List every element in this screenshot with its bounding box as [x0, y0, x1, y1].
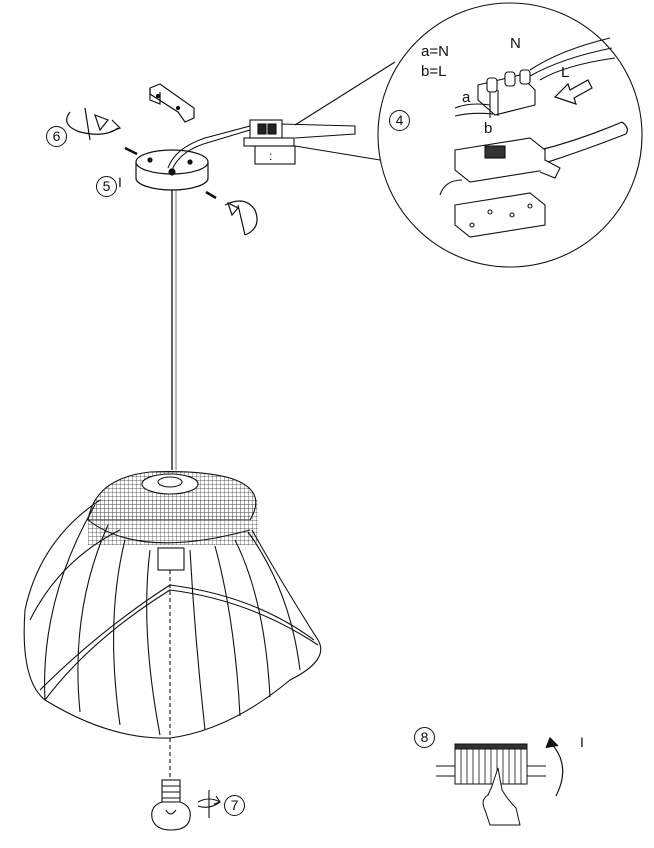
supply-wires: [167, 123, 356, 171]
terminal-strip: [436, 743, 546, 785]
terminal-block-bottom: [439, 137, 561, 238]
wire-lamp-shade: [23, 471, 322, 739]
step-6-badge: 6: [46, 126, 67, 147]
rotate-mark: I: [580, 734, 584, 750]
light-bulb: [151, 779, 191, 831]
step-4-badge: 4: [389, 110, 410, 131]
insert-arrow: [553, 79, 593, 105]
terminal-block-top: [454, 37, 616, 118]
terminal-label-b: b: [484, 120, 493, 137]
wire-label-l: L: [561, 64, 570, 81]
step-8-badge: 8: [414, 727, 435, 748]
ceiling-canopy: [135, 149, 209, 191]
cable-detail: [539, 121, 628, 165]
hand-icon: [482, 767, 521, 826]
bulb-rotate-arrow: [197, 790, 222, 818]
legend-live: b=L: [421, 63, 447, 80]
rotation-arrow: [545, 736, 564, 797]
small-connector: [243, 119, 296, 165]
screw-left: [66, 107, 138, 156]
legend-neutral: a=N: [421, 43, 449, 60]
wire-label-n: N: [510, 35, 521, 52]
junction-mark: :: [269, 149, 272, 163]
up-arrow-mark: I: [118, 174, 122, 190]
terminal-label-a: a: [462, 89, 471, 106]
step-7-badge: 7: [224, 795, 245, 816]
detail-callout: [294, 2, 643, 268]
screw-right: [205, 190, 258, 236]
mounting-bracket: [149, 83, 195, 123]
step-5-badge: 5: [96, 176, 117, 197]
